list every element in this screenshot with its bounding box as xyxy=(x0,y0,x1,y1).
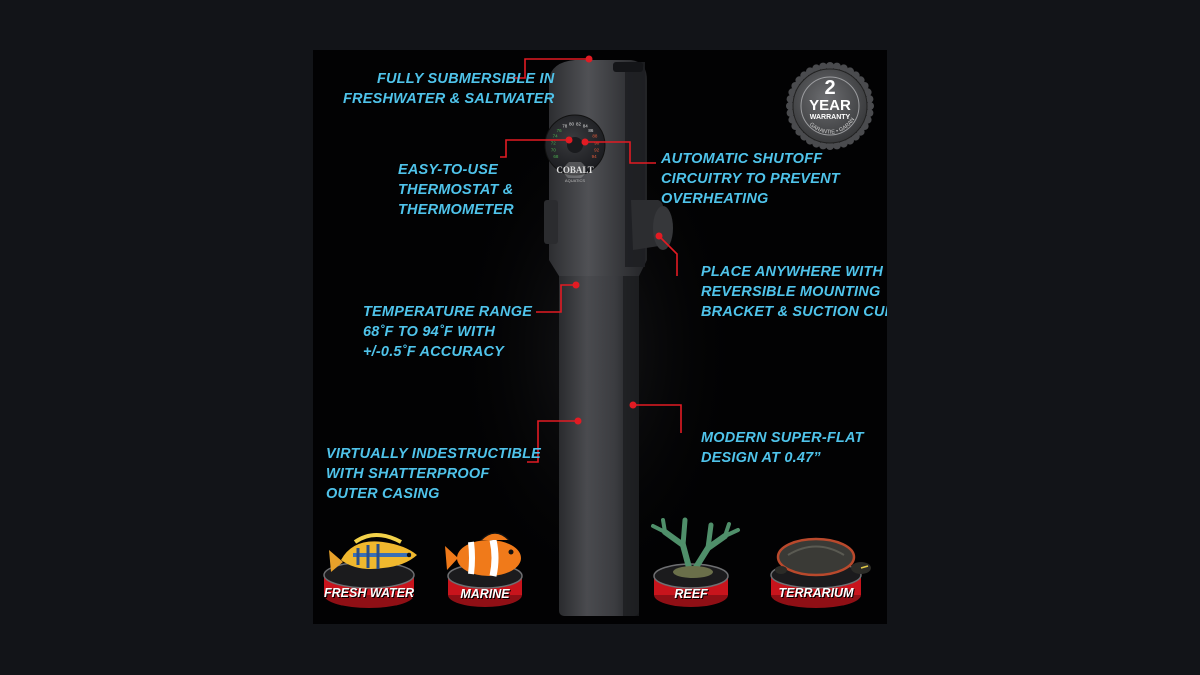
callout-indestructible: VIRTUALLY INDESTRUCTIBLE WITH SHATTERPRO… xyxy=(326,444,541,504)
callout-line: EASY-TO-USE xyxy=(398,162,498,178)
dial-number: 92 xyxy=(594,147,600,152)
svg-text:COBALT: COBALT xyxy=(556,165,593,175)
cichlid-fish-image xyxy=(329,533,417,572)
dial-number: 70 xyxy=(551,147,557,152)
dial-number: 78 xyxy=(562,124,568,129)
badge-label-marine: MARINE xyxy=(460,587,510,601)
callout-temperature: TEMPERATURE RANGE 68˚F TO 94˚F WITH +/-0… xyxy=(363,302,532,362)
svg-text:AQUATICS: AQUATICS xyxy=(565,178,585,183)
callout-line: REVERSIBLE MOUNTING xyxy=(701,284,881,300)
seal-tooth xyxy=(866,102,874,110)
seal-tooth xyxy=(832,62,841,71)
dial-number: 84 xyxy=(583,124,589,129)
dial-number: 80 xyxy=(569,121,575,126)
seal-tooth xyxy=(826,142,834,150)
brand-logo: COBALT AQUATICS xyxy=(556,162,594,183)
warranty-seal: GARANTIE • GARANTÍA 2 YEAR WARRANTY xyxy=(784,57,874,150)
callout-line: +/-0.5˚F ACCURACY xyxy=(363,344,505,360)
seal-tooth xyxy=(865,95,874,104)
coral-image xyxy=(651,517,740,578)
callout-line: OUTER CASING xyxy=(326,486,440,502)
dial-number: 76 xyxy=(557,128,563,133)
dial-number: 74 xyxy=(553,134,559,139)
callout-line: THERMOSTAT & xyxy=(398,182,514,198)
badge-label-fresh-water: FRESH WATER xyxy=(324,586,415,600)
callout-line: FRESHWATER & SALTWATER xyxy=(343,91,555,107)
callout-line: CIRCUITRY TO PREVENT xyxy=(661,171,840,187)
warranty-seal-graphic: GARANTIE • GARANTÍA xyxy=(784,57,874,150)
callout-shutoff: AUTOMATIC SHUTOFF CIRCUITRY TO PREVENT O… xyxy=(661,149,840,209)
badge-label-reef: REEF xyxy=(674,587,708,601)
callout-line: FULLY SUBMERSIBLE IN xyxy=(376,71,555,87)
callout-line: DESIGN AT 0.47” xyxy=(701,450,821,466)
heater-body xyxy=(544,60,673,616)
seal-tooth xyxy=(832,141,841,150)
seal-tooth xyxy=(786,108,795,117)
callout-mounting: PLACE ANYWHERE WITH REVERSIBLE MOUNTING … xyxy=(701,262,887,322)
seal-tooth xyxy=(819,141,828,150)
callout-line: WITH SHATTERPROOF xyxy=(326,466,490,482)
badge-reef xyxy=(653,563,729,607)
callout-line: AUTOMATIC SHUTOFF xyxy=(661,151,823,167)
seal-tooth xyxy=(826,62,834,70)
callout-flat-design: MODERN SUPER-FLAT DESIGN AT 0.47” xyxy=(701,428,864,468)
badge-label-terrarium: TERRARIUM xyxy=(778,586,854,600)
callout-leaders xyxy=(500,58,682,463)
warranty-year: YEAR xyxy=(809,97,851,114)
dial-number: 88 xyxy=(592,134,598,139)
seal-tooth xyxy=(786,102,794,110)
callout-submersible: FULLY SUBMERSIBLE IN FRESHWATER & SALTWA… xyxy=(343,69,554,109)
turtle-image xyxy=(775,537,871,577)
callout-line: BRACKET & SUCTION CUPS xyxy=(701,304,887,320)
callout-line: MODERN SUPER-FLAT xyxy=(701,430,864,446)
seal-tooth xyxy=(865,108,874,117)
callout-line: TEMPERATURE RANGE xyxy=(363,304,533,320)
dial-number: 72 xyxy=(551,140,557,145)
callout-line: OVERHEATING xyxy=(661,191,769,207)
clownfish-image xyxy=(445,532,521,577)
badge-fresh-water xyxy=(323,561,415,608)
dial-number: 82 xyxy=(576,121,582,126)
seal-tooth xyxy=(786,95,795,104)
callout-dots xyxy=(565,55,663,425)
dial-number: 86 xyxy=(588,128,594,133)
seal-tooth xyxy=(819,62,828,71)
warranty-label: WARRANTY xyxy=(809,114,851,121)
dial-number: 94 xyxy=(592,154,598,159)
callout-line: THERMOMETER xyxy=(398,202,514,218)
dial-number: 68 xyxy=(553,154,559,159)
warranty-number: 2 xyxy=(824,77,836,99)
callout-line: PLACE ANYWHERE WITH xyxy=(701,264,884,280)
callout-thermostat: EASY-TO-USE THERMOSTAT & THERMOMETER xyxy=(398,160,514,220)
callout-line: 68˚F TO 94˚F WITH xyxy=(363,324,496,340)
callout-line: VIRTUALLY INDESTRUCTIBLE xyxy=(326,446,542,462)
